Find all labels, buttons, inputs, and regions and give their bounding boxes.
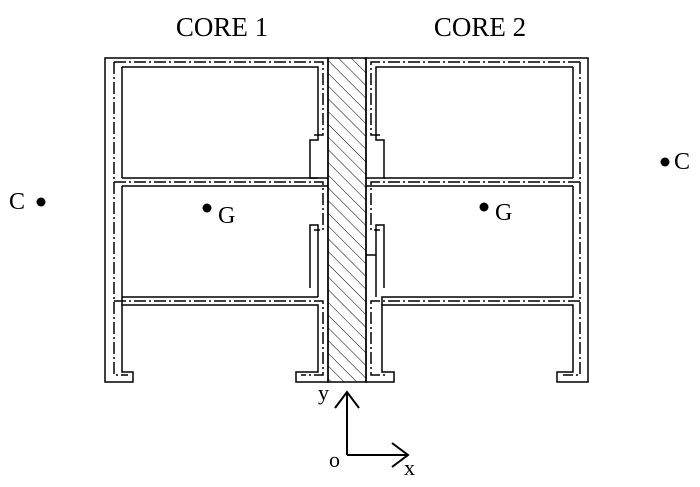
y-axis-arrow <box>334 390 360 455</box>
coordinate-axes <box>334 390 410 468</box>
left-point-c-label: C <box>9 189 25 215</box>
y-axis-label: y <box>318 380 329 405</box>
core-1-centroid-dot <box>202 203 212 213</box>
core-2-label: CORE 2 <box>434 12 526 42</box>
core-2-centerline <box>370 61 581 376</box>
left-point-c-dot <box>36 197 46 207</box>
right-point-c-label: C <box>674 149 690 175</box>
core-1-centroid-label: G <box>218 203 235 229</box>
hatched-connection-wall <box>327 57 367 383</box>
core-1-walls <box>104 57 329 383</box>
axis-origin-label: o <box>329 447 340 472</box>
core-2-centroid-dot <box>479 202 489 212</box>
core-2-walls <box>365 57 589 383</box>
x-axis-arrow <box>347 442 410 468</box>
right-point-c-dot <box>660 157 670 167</box>
core-1-centerline <box>113 61 324 376</box>
core-1-label: CORE 1 <box>176 12 268 42</box>
core-2-centroid-label: G <box>495 200 512 226</box>
x-axis-label: x <box>404 455 415 480</box>
